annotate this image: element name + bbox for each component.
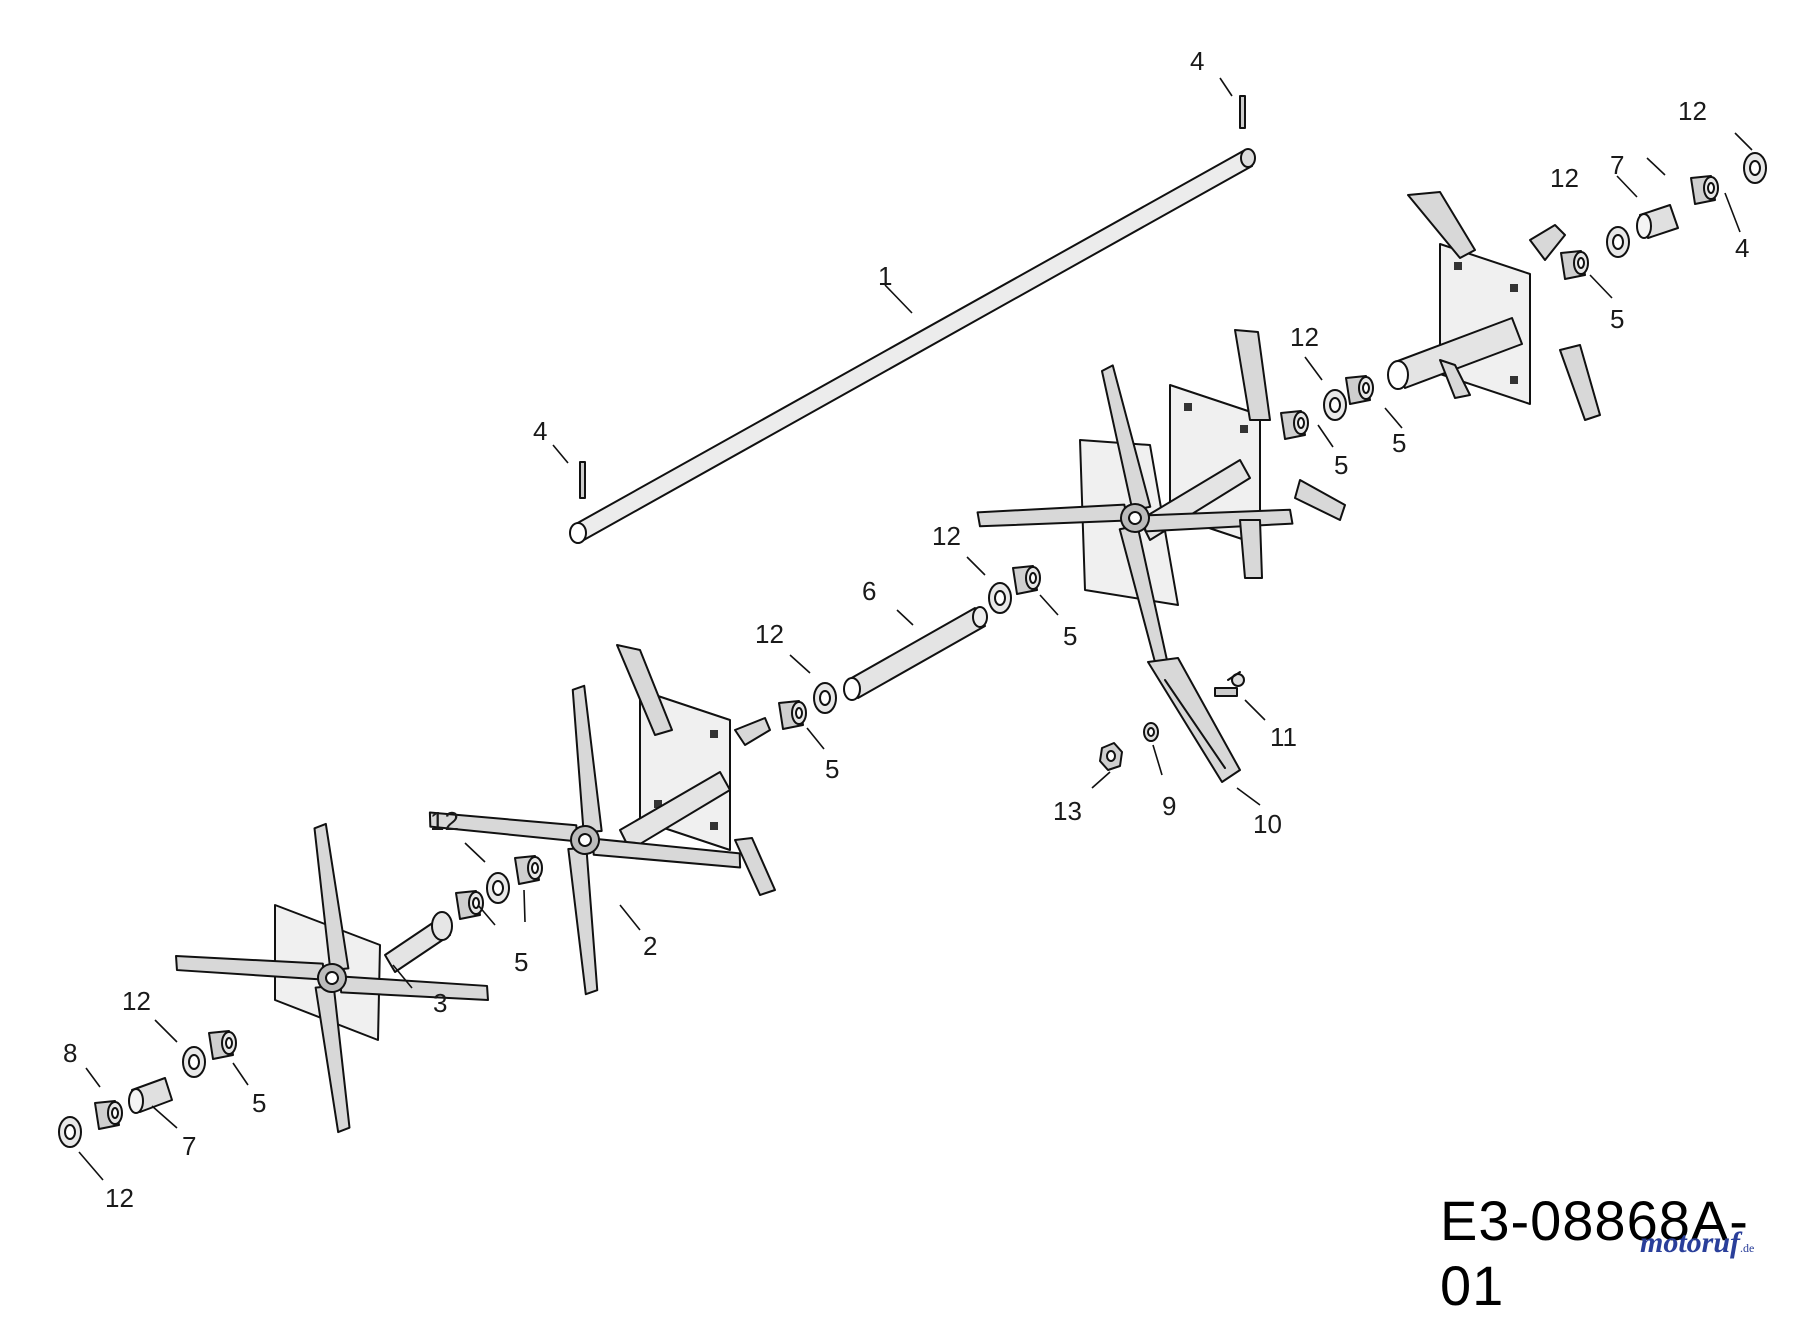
carriage-bolt bbox=[1214, 671, 1245, 697]
main-shaft bbox=[569, 148, 1256, 544]
hex-nut bbox=[1099, 742, 1123, 771]
leader-lines bbox=[78, 77, 1753, 1181]
callout-carriage-bolt: 11 bbox=[1270, 722, 1297, 752]
callout-pin-top: 4 bbox=[1190, 46, 1204, 76]
callout-washer-g: 12 bbox=[122, 986, 151, 1016]
callout-washer-end: 12 bbox=[105, 1183, 134, 1213]
callout-tine-wheel-a: 2 bbox=[643, 931, 657, 961]
callout-tine-wheel-b: 3 bbox=[433, 988, 447, 1018]
watermark-logo: motoruf.de bbox=[1640, 1226, 1754, 1260]
sleeve-left bbox=[128, 1077, 173, 1114]
parts-diagram: 1 4 4 12 12 7 4 5 12 5 5 12 5 6 12 5 12 … bbox=[58, 46, 1767, 1213]
callout-bushing-c: 5 bbox=[1334, 450, 1348, 480]
callout-washer-a: 12 bbox=[1678, 96, 1707, 126]
spacer-tube bbox=[843, 606, 988, 701]
lock-washer bbox=[1143, 722, 1159, 742]
callout-tine-blade: 10 bbox=[1253, 809, 1282, 839]
callout-pin-right: 4 bbox=[1735, 233, 1749, 263]
callout-sleeve-left: 7 bbox=[182, 1131, 196, 1161]
tine-assembly-left bbox=[152, 797, 512, 1159]
callout-washer-f: 12 bbox=[430, 806, 459, 836]
callout-bushing-a: 5 bbox=[1610, 304, 1624, 334]
callout-lock-washer: 9 bbox=[1162, 791, 1176, 821]
tine-assembly-right bbox=[1387, 191, 1601, 421]
callout-washer-b: 12 bbox=[1550, 163, 1579, 193]
callout-bushing-f: 5 bbox=[514, 947, 528, 977]
pin-top bbox=[1239, 95, 1246, 129]
tine-assembly-mid-left bbox=[409, 644, 776, 1017]
callout-end-cap: 8 bbox=[63, 1038, 77, 1068]
callout-bushing-g: 5 bbox=[252, 1088, 266, 1118]
sleeve-right bbox=[1636, 204, 1679, 239]
watermark-text: motoruf bbox=[1640, 1226, 1741, 1259]
watermark-tld: .de bbox=[1740, 1241, 1755, 1255]
callout-pin-left: 4 bbox=[533, 416, 547, 446]
callout-bushing-e: 5 bbox=[825, 754, 839, 784]
callout-shaft-main: 1 bbox=[878, 261, 892, 291]
callout-washer-c: 12 bbox=[1290, 322, 1319, 352]
tine-blade bbox=[1147, 657, 1241, 783]
callout-washer-d: 12 bbox=[932, 521, 961, 551]
callout-hex-nut: 13 bbox=[1053, 796, 1082, 826]
pin-left bbox=[579, 461, 586, 499]
callout-bushing-d: 5 bbox=[1063, 621, 1077, 651]
callout-washer-e: 12 bbox=[755, 619, 784, 649]
callout-bushing-b: 5 bbox=[1392, 428, 1406, 458]
callout-spacer-tube: 6 bbox=[862, 576, 876, 606]
tine-assembly-mid-right bbox=[944, 326, 1346, 710]
callout-sleeve-right: 7 bbox=[1610, 150, 1624, 180]
